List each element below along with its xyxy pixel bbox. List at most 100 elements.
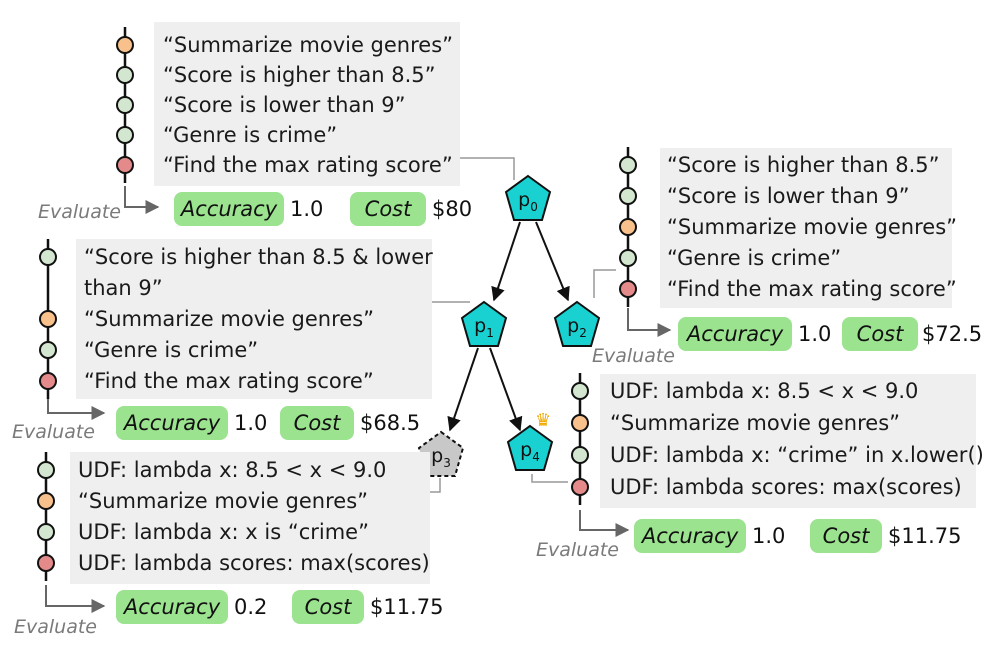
node-p3-label: p3: [431, 445, 451, 470]
evaluate-label-p1: Evaluate: [12, 421, 95, 443]
panel-p3: [70, 452, 430, 584]
node-p2-label: p2: [567, 315, 587, 340]
evaluate-label-p3: Evaluate: [14, 616, 97, 638]
plan-p3-step: UDF: lambda x: x is “crime”: [78, 520, 369, 544]
operator-dot-green: [116, 126, 134, 144]
plan-p2-step: “Summarize movie genres”: [667, 215, 958, 239]
plan-p1-step: than 9”: [84, 276, 163, 300]
edge-p1-p3: [447, 347, 479, 432]
operator-dot-red: [571, 478, 589, 496]
operator-dot-red: [39, 372, 57, 390]
cost-pill-p2: Cost: [842, 317, 918, 351]
plan-p4-step: UDF: lambda x: “crime” in x.lower(): [610, 443, 984, 467]
cost-value-p3: $11.75: [370, 595, 444, 619]
edge-p0-p1: [491, 221, 521, 302]
node-p3: [417, 430, 465, 477]
edge-p0-p2: [535, 221, 570, 302]
panel-p4: [600, 374, 976, 508]
operator-dot-red: [619, 280, 637, 298]
evaluate-arrow-p1: [47, 398, 106, 420]
accuracy-pill-p4: Accuracy: [634, 519, 746, 553]
accuracy-value-p3: 0.2: [234, 595, 268, 619]
cost-pill-p4: Cost: [810, 519, 882, 553]
cost-value-p4: $11.75: [888, 524, 962, 548]
operator-dot-green: [571, 382, 589, 400]
cost-pill-p1: Cost: [280, 406, 354, 440]
accuracy-value-p1: 1.0: [234, 411, 268, 435]
operator-dot-red: [37, 554, 55, 572]
operator-dot-orange: [37, 492, 55, 510]
plan-p2-step: “Score is higher than 8.5”: [667, 153, 940, 177]
edge-p1-p4: [489, 347, 523, 432]
node-p4: [506, 424, 554, 471]
plan-p3-step: “Summarize movie genres”: [78, 489, 369, 513]
operator-dot-green: [116, 66, 134, 84]
plan-p3-step: UDF: lambda x: 8.5 < x < 9.0: [78, 458, 387, 482]
plan-p2-step: “Find the max rating score”: [667, 277, 957, 301]
plan-p0-step: “Genre is crime”: [163, 123, 338, 147]
accuracy-value-p2: 1.0: [798, 322, 832, 346]
node-p0-label: p0: [518, 189, 538, 214]
operator-dot-green: [37, 523, 55, 541]
operator-dot-green: [116, 96, 134, 114]
panel-p1: [76, 239, 432, 399]
panel-p2: [660, 148, 952, 308]
operator-dot-green: [37, 461, 55, 479]
operator-dot-green: [39, 341, 57, 359]
operator-dot-orange: [39, 310, 57, 328]
evaluate-arrow-p2: [627, 308, 672, 337]
cost-value-p1: $68.5: [360, 411, 421, 435]
plan-p2-step: “Genre is crime”: [667, 246, 842, 270]
plan-p0-step: “Find the max rating score”: [163, 153, 453, 177]
connector-p2: [593, 269, 616, 298]
plan-p4-step: UDF: lambda x: 8.5 < x < 9.0: [610, 379, 919, 403]
plan-p2-step: “Score is lower than 9”: [667, 184, 910, 208]
node-p1-label: p1: [474, 315, 494, 340]
connector-p0: [460, 157, 515, 180]
plan-p0-step: “Score is higher than 8.5”: [163, 63, 436, 87]
node-p2: [553, 300, 601, 347]
accuracy-pill-p0: Accuracy: [174, 192, 284, 226]
operator-dot-green: [619, 156, 637, 174]
evaluate-label-p0: Evaluate: [38, 201, 121, 223]
operator-dot-orange: [571, 414, 589, 432]
operator-dot-green: [619, 249, 637, 267]
plan-p0-step: “Summarize movie genres”: [163, 33, 454, 57]
accuracy-pill-p1: Accuracy: [116, 406, 228, 440]
accuracy-value-p0: 1.0: [290, 197, 324, 221]
plan-p3-step: UDF: lambda scores: max(scores): [78, 551, 430, 575]
evaluate-arrow-p3: [45, 585, 106, 613]
node-p4-label: p4: [520, 439, 540, 464]
node-p0: [504, 174, 552, 221]
evaluate-arrow-p4: [579, 510, 630, 537]
connector-p4: [531, 474, 568, 483]
operator-dot-green: [571, 446, 589, 464]
plan-p1-step: “Find the max rating score”: [84, 369, 374, 393]
node-p1: [460, 300, 508, 347]
operator-dot-orange: [619, 218, 637, 236]
cost-pill-p3: Cost: [292, 590, 364, 624]
accuracy-pill-p2: Accuracy: [678, 317, 792, 351]
evaluate-arrow-p0: [124, 186, 160, 214]
accuracy-pill-p3: Accuracy: [116, 590, 228, 624]
cost-value-p0: $80: [432, 197, 473, 221]
plan-p1-step: “Score is higher than 8.5 & lower: [84, 245, 433, 269]
plan-p0-step: “Score is lower than 9”: [163, 93, 406, 117]
operator-dot-green: [39, 248, 57, 266]
cost-value-p2: $72.5: [922, 322, 983, 346]
connector-p3: [430, 478, 441, 493]
accuracy-value-p4: 1.0: [752, 524, 786, 548]
operator-dot-red: [116, 156, 134, 174]
plan-p4-step: UDF: lambda scores: max(scores): [610, 475, 962, 499]
evaluate-label-p2: Evaluate: [592, 345, 675, 367]
operator-dot-green: [619, 187, 637, 205]
plan-p1-step: “Genre is crime”: [84, 338, 259, 362]
panel-p0: [154, 22, 460, 186]
evaluate-label-p4: Evaluate: [536, 539, 619, 561]
plan-p1-step: “Summarize movie genres”: [84, 307, 375, 331]
plan-p4-step: “Summarize movie genres”: [610, 411, 901, 435]
crown-icon: ♛: [535, 410, 552, 431]
cost-pill-p0: Cost: [350, 192, 426, 226]
operator-dot-orange: [116, 36, 134, 54]
